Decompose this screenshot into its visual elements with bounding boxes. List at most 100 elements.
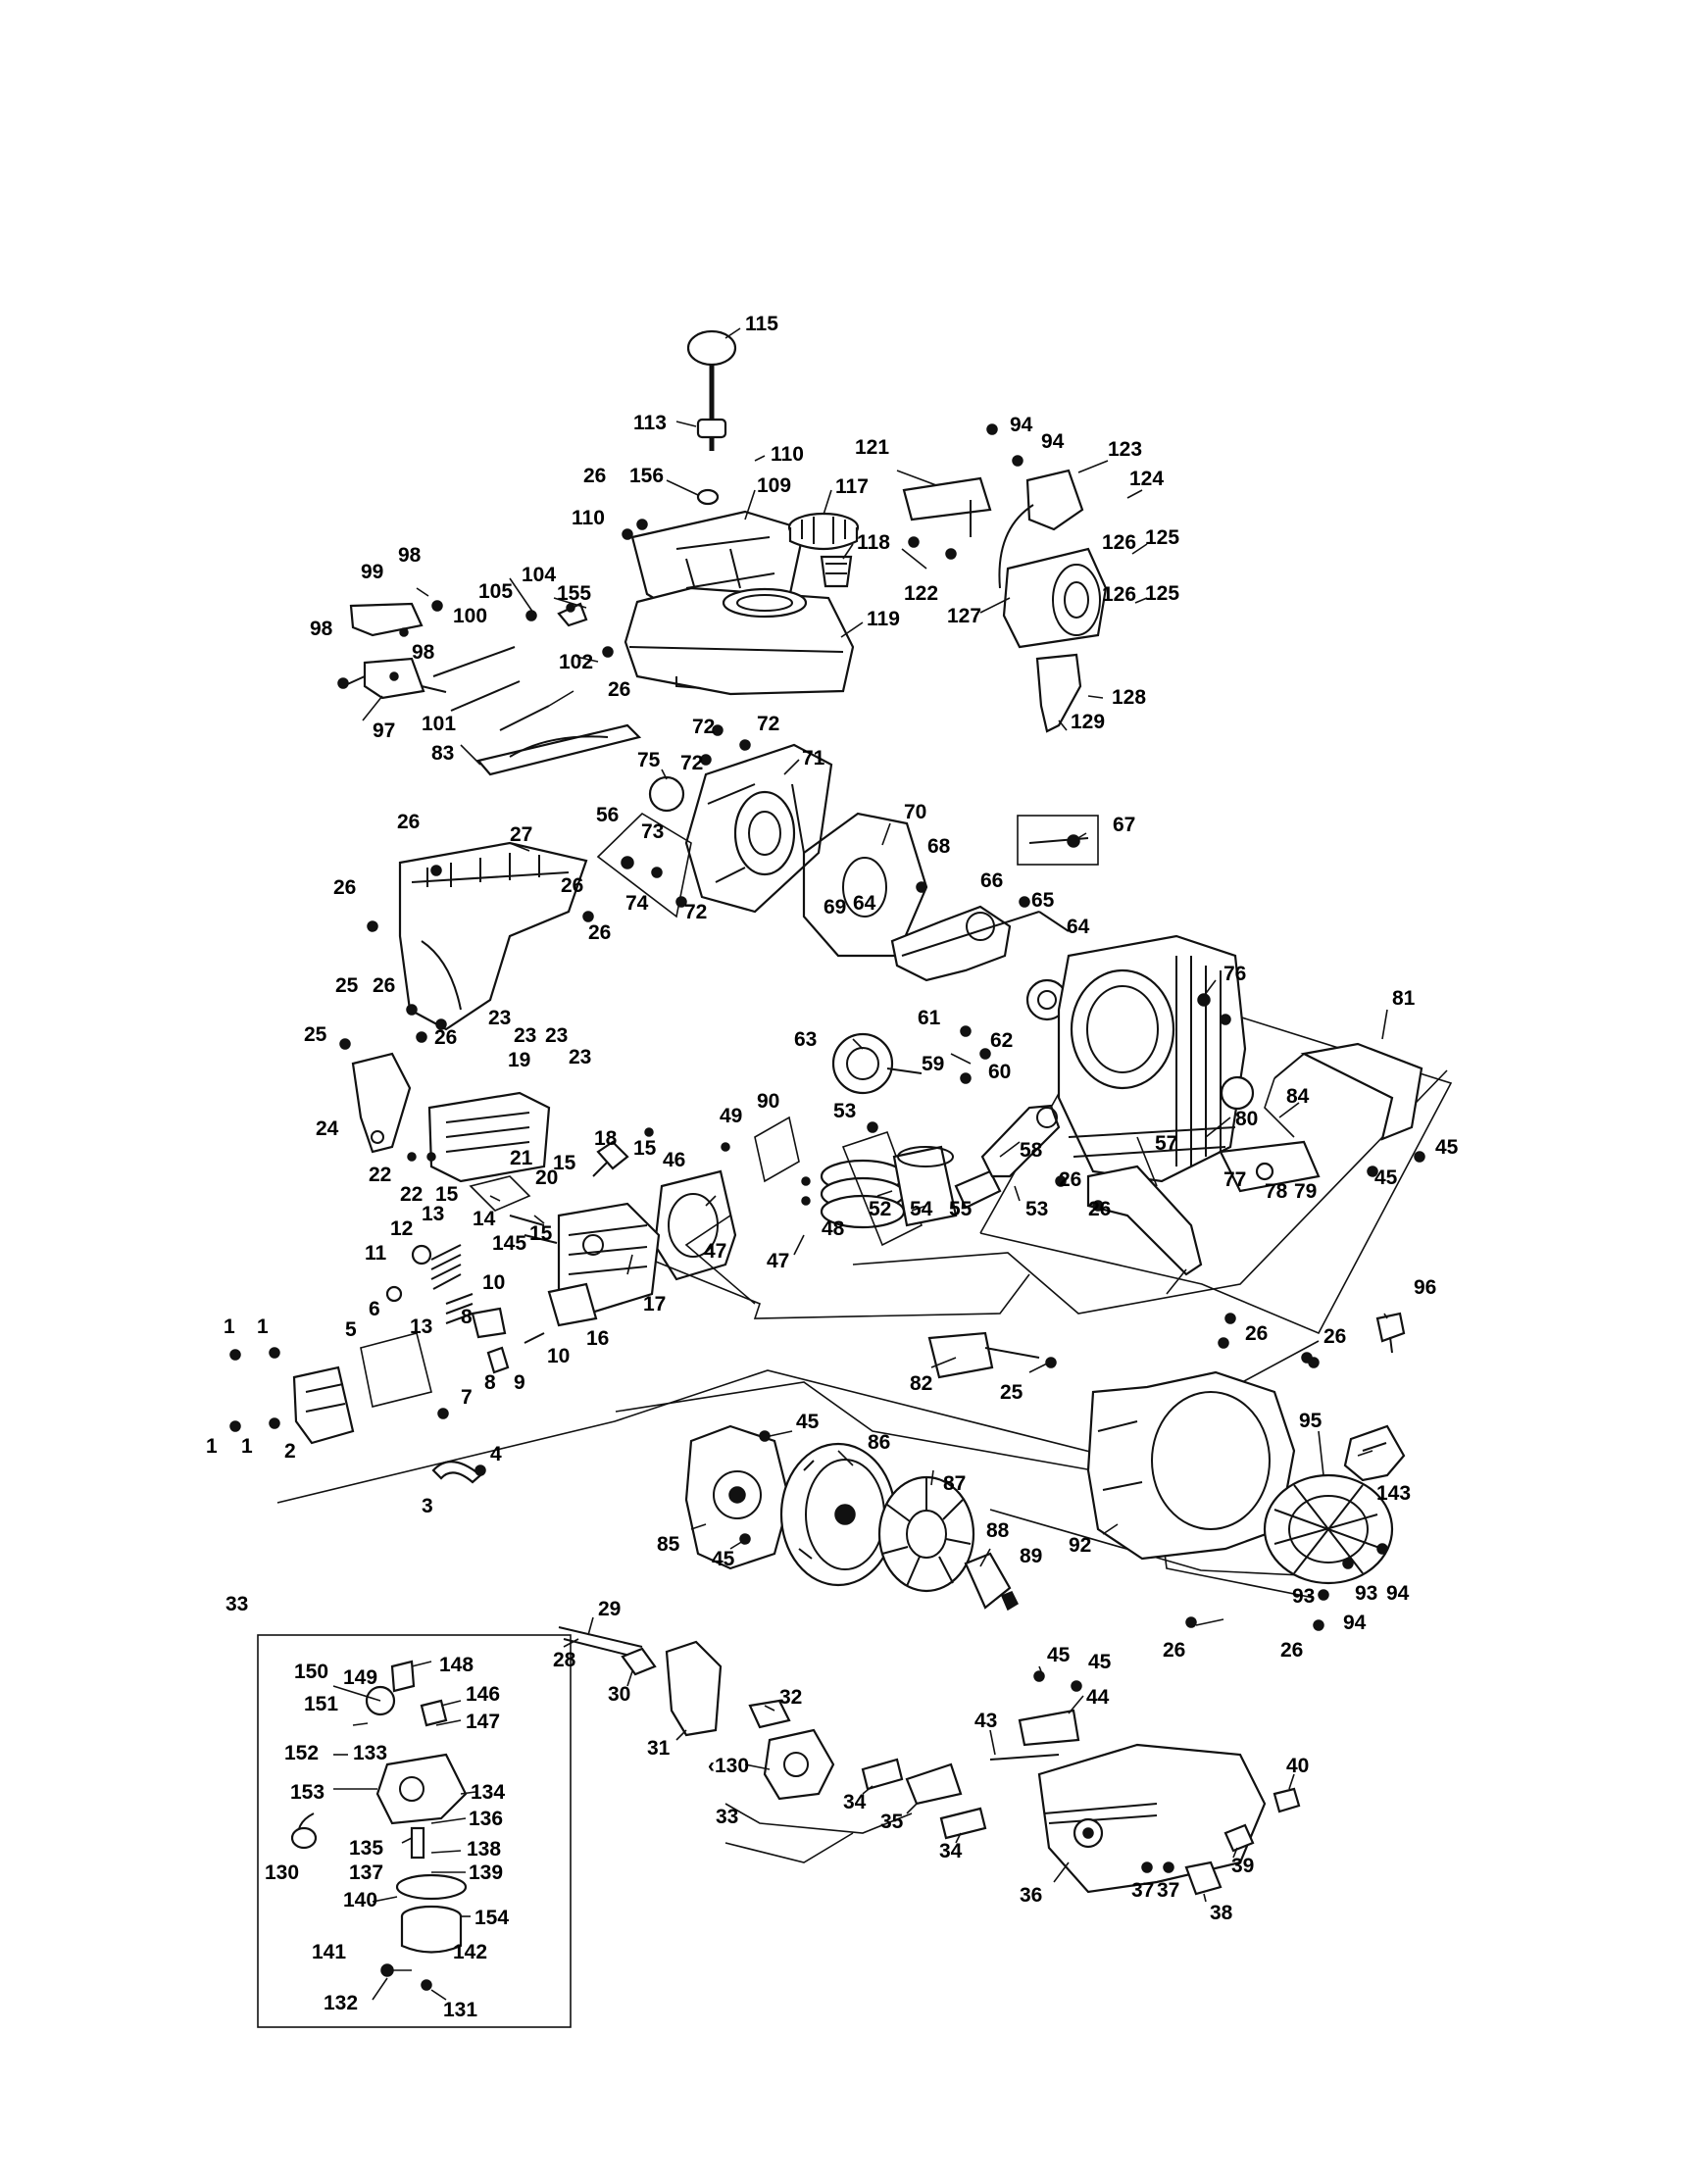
- parts-art: [229, 329, 1425, 1991]
- oil-plug-part: [1375, 1312, 1406, 1354]
- callout-35: 35: [880, 1811, 904, 1833]
- callout-26: 26: [397, 811, 420, 833]
- fasteners: [229, 423, 1425, 1873]
- callout-6: 6: [369, 1298, 380, 1320]
- callout-93: 93: [1292, 1585, 1315, 1608]
- carburetor-inset-box: [257, 1634, 572, 2028]
- callout-149: 149: [343, 1666, 377, 1689]
- callout-7: 7: [461, 1386, 473, 1409]
- callout-66: 66: [980, 869, 1003, 892]
- callout-121: 121: [855, 436, 889, 459]
- callout-110: 110: [771, 443, 804, 466]
- callout-38: 38: [1210, 1902, 1233, 1924]
- valve-plate-parts: [471, 1282, 598, 1374]
- engine-block-part: [1057, 934, 1247, 1183]
- muffler-bracket-part: [351, 1052, 412, 1154]
- callout-10: 10: [482, 1271, 505, 1294]
- callout-98: 98: [412, 641, 435, 664]
- callout-45: 45: [1374, 1166, 1398, 1189]
- callout-87: 87: [943, 1472, 966, 1495]
- callout-47: 47: [767, 1250, 789, 1272]
- callout-15: 15: [553, 1152, 576, 1174]
- callout-1: 1: [224, 1315, 235, 1338]
- callout-109: 109: [757, 474, 791, 497]
- callout-98: 98: [398, 544, 422, 567]
- wrist-pin-part: [954, 1169, 1002, 1210]
- callout-68: 68: [927, 835, 951, 858]
- callout-130: ‹130: [708, 1755, 749, 1777]
- ignition-coil-part: [927, 1331, 1040, 1379]
- callout-72: 72: [757, 713, 779, 735]
- callout-45: 45: [712, 1548, 735, 1570]
- callout-148: 148: [439, 1654, 474, 1676]
- callout-33: 33: [716, 1806, 738, 1828]
- dipstick-part: [686, 329, 737, 506]
- callout-22: 22: [400, 1183, 423, 1206]
- callout-78: 78: [1265, 1180, 1288, 1203]
- callout-155: 155: [557, 582, 591, 605]
- flywheel-fan-part: [684, 1424, 791, 1570]
- callout-64: 64: [1067, 916, 1090, 938]
- electric-starter-part: [998, 469, 1108, 649]
- callout-77: 77: [1223, 1168, 1246, 1191]
- callout-17: 17: [643, 1293, 666, 1315]
- starter-handle-part: [1343, 1424, 1406, 1482]
- callout-36: 36: [1020, 1884, 1042, 1907]
- callout-40: 40: [1286, 1755, 1309, 1777]
- callout-85: 85: [657, 1533, 680, 1556]
- callout-55: 55: [949, 1198, 973, 1220]
- callout-52: 52: [869, 1198, 891, 1220]
- blower-housing-part: [1086, 1370, 1296, 1561]
- callout-26: 26: [583, 465, 606, 487]
- callout-93: 93: [1355, 1582, 1377, 1605]
- callout-134: 134: [471, 1781, 505, 1804]
- callout-156: 156: [629, 465, 664, 487]
- rocker-cover-gasket-part: [360, 1332, 432, 1408]
- callout-45: 45: [1047, 1644, 1071, 1666]
- governor-group: [596, 812, 692, 918]
- callout-59: 59: [922, 1053, 944, 1075]
- callout-131: 131: [443, 1999, 477, 2021]
- callout-1: 1: [206, 1435, 218, 1458]
- callout-1: 1: [241, 1435, 253, 1458]
- flywheel-part: [779, 1442, 897, 1587]
- crankcase-gasket-part: [802, 812, 928, 958]
- callout-58: 58: [1020, 1139, 1043, 1162]
- callout-26: 26: [1088, 1198, 1111, 1220]
- callout-26: 26: [1245, 1322, 1268, 1345]
- callout-labels: 115 113 156 110 109 117 26 110 118 119 9…: [206, 313, 1459, 2021]
- callout-135: 135: [349, 1837, 383, 1860]
- callout-8: 8: [461, 1306, 473, 1328]
- valve-cover-part: [292, 1365, 355, 1445]
- callout-139: 139: [469, 1861, 503, 1884]
- callout-92: 92: [1069, 1534, 1091, 1557]
- callout-72: 72: [680, 752, 703, 774]
- callout-88: 88: [986, 1519, 1010, 1542]
- callout-141: 141: [312, 1941, 346, 1963]
- callout-45: 45: [1435, 1136, 1459, 1159]
- fuel-cap-part: [787, 512, 860, 551]
- callout-26: 26: [333, 876, 356, 899]
- rocker-parts: [469, 1175, 558, 1244]
- callout-84: 84: [1286, 1085, 1310, 1108]
- callout-26: 26: [588, 921, 611, 944]
- recoil-starter-part: [1263, 1473, 1394, 1585]
- piston-ring-parts: [754, 1116, 923, 1247]
- callout-86: 86: [868, 1431, 890, 1454]
- starter-bracket-part: [902, 476, 992, 537]
- callout-13: 13: [422, 1203, 444, 1225]
- callout-94: 94: [1343, 1612, 1367, 1634]
- callout-95: 95: [1299, 1410, 1323, 1432]
- callout-45: 45: [796, 1411, 820, 1433]
- callout-45: 45: [1088, 1651, 1112, 1673]
- callout-43: 43: [974, 1710, 997, 1732]
- callout-31: 31: [647, 1737, 671, 1760]
- callout-23: 23: [545, 1024, 568, 1047]
- callout-137: 137: [349, 1861, 383, 1884]
- air-filter-housing-part: [1037, 1743, 1267, 1894]
- camshaft-part: [831, 1032, 923, 1095]
- breather-tube-part: [431, 1461, 482, 1484]
- callout-37: 37: [1157, 1879, 1179, 1902]
- callout-73: 73: [641, 820, 664, 843]
- baffle-parts: [1086, 1140, 1321, 1276]
